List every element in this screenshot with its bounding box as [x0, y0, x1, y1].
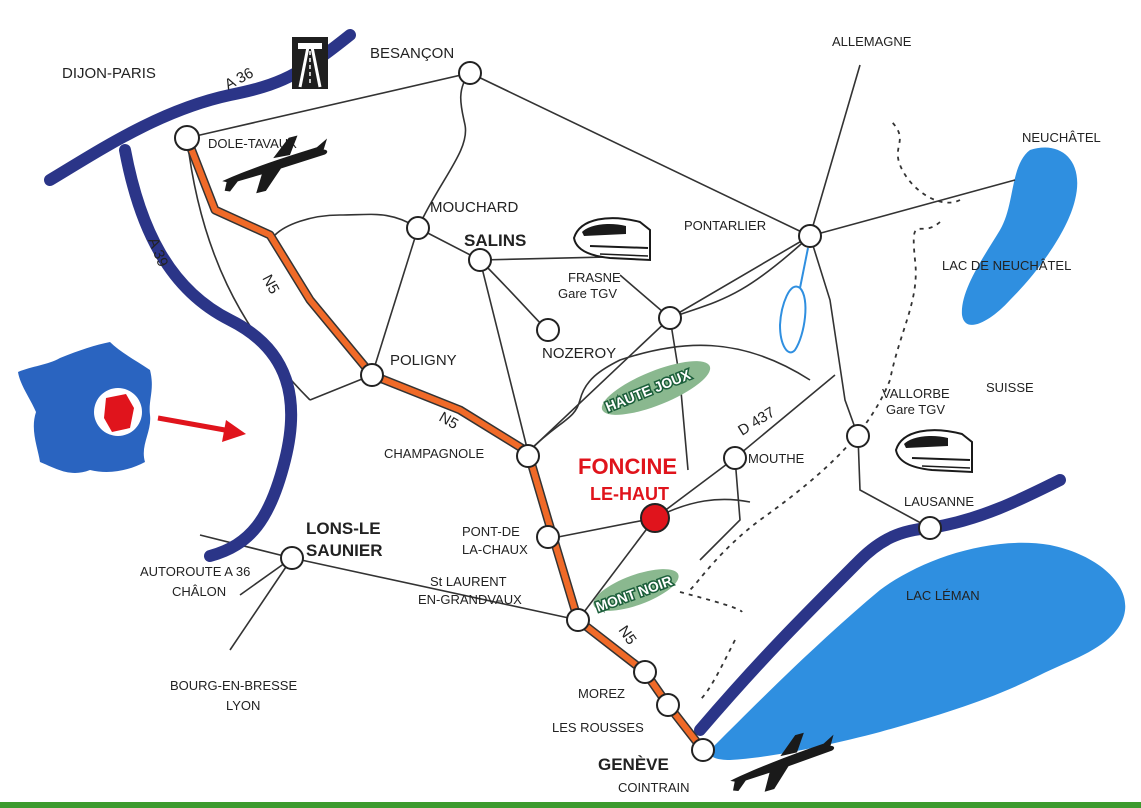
label-les-rousses: LES ROUSSES — [552, 720, 644, 735]
label-pontarlier: PONTARLIER — [684, 218, 766, 233]
small-lake-shape — [778, 285, 807, 354]
node-besancon[interactable] — [458, 61, 482, 85]
label-geneve: GENÈVE — [598, 755, 669, 774]
label-lons-2: SAUNIER — [306, 541, 383, 560]
road-labels: A 36 A 39 N5 N5 N5 D 437 — [144, 64, 778, 648]
lac-leman-shape — [710, 542, 1126, 760]
label-bourg-1: BOURG-EN-BRESSE — [170, 678, 297, 693]
label-frasne: FRASNE — [568, 270, 621, 285]
road-label-n5-bottom: N5 — [615, 623, 640, 648]
label-st-laurent-2: EN-GRANDVAUX — [418, 592, 522, 607]
tgv-train-icon-vallorbe — [894, 429, 973, 474]
node-geneve[interactable] — [691, 738, 715, 762]
road-label-a39: A 39 — [144, 235, 171, 269]
node-vallorbe[interactable] — [846, 424, 870, 448]
label-lausanne: LAUSANNE — [904, 494, 974, 509]
small-lake-stream — [799, 247, 809, 289]
node-dole-tavaux[interactable] — [174, 125, 200, 151]
label-besancon: BESANÇON — [370, 45, 454, 62]
label-autoroute-2: CHÂLON — [172, 584, 226, 599]
label-st-laurent-1: St LAURENT — [430, 574, 507, 589]
label-salins: SALINS — [464, 231, 526, 250]
place-labels: DIJON-PARIS BESANÇON ALLEMAGNE NEUCHÂTEL… — [62, 34, 1101, 795]
node-mouchard[interactable] — [406, 216, 430, 240]
label-nozeroy: NOZEROY — [542, 345, 616, 362]
label-mouchard: MOUCHARD — [430, 199, 518, 216]
label-suisse: SUISSE — [986, 380, 1034, 395]
node-pontarlier[interactable] — [798, 224, 822, 248]
label-neuchatel: NEUCHÂTEL — [1022, 130, 1101, 145]
motorway-sign-icon — [292, 37, 328, 89]
label-cointrain: COINTRAIN — [618, 780, 690, 795]
town-nodes — [174, 61, 942, 762]
label-morez: MOREZ — [578, 686, 625, 701]
haute-joux-badge — [601, 361, 711, 415]
label-lons-1: LONS-LE — [306, 519, 381, 538]
node-foncine[interactable] — [640, 503, 670, 533]
label-lac-neuchatel: LAC DE NEUCHÂTEL — [942, 258, 1071, 273]
label-bourg-2: LYON — [226, 698, 260, 713]
node-salins[interactable] — [468, 248, 492, 272]
road-label-n5-top: N5 — [258, 272, 282, 297]
label-dole-tavaux: DOLE-TAVAUX — [208, 136, 297, 151]
france-map-icon — [18, 342, 246, 473]
node-morez[interactable] — [633, 660, 657, 684]
label-poligny: POLIGNY — [390, 352, 457, 369]
airplane-icon-geneve — [730, 732, 835, 792]
node-frasne[interactable] — [658, 306, 682, 330]
node-lons-le-saunier[interactable] — [280, 546, 304, 570]
label-foncine-1: FONCINE — [578, 454, 677, 479]
node-lausanne[interactable] — [918, 516, 942, 540]
node-st-laurent[interactable] — [566, 608, 590, 632]
node-poligny[interactable] — [360, 363, 384, 387]
node-pont-de-la-chaux[interactable] — [536, 525, 560, 549]
label-vallorbe: VALLORBE — [882, 386, 950, 401]
node-mouthe[interactable] — [723, 446, 747, 470]
node-champagnole[interactable] — [516, 444, 540, 468]
label-lac-leman: LAC LÉMAN — [906, 588, 980, 603]
tgv-train-icon — [572, 217, 651, 262]
label-mouthe: MOUTHE — [748, 451, 805, 466]
label-frasne-gare: Gare TGV — [558, 286, 617, 301]
lakes — [710, 147, 1126, 760]
mont-noir-badge — [593, 569, 679, 611]
road-label-d437: D 437 — [735, 404, 778, 440]
node-les-rousses[interactable] — [656, 693, 680, 717]
node-nozeroy[interactable] — [536, 318, 560, 342]
airplane-icon — [222, 135, 328, 194]
bottom-grass-strip — [0, 802, 1141, 808]
label-pont-2: LA-CHAUX — [462, 542, 528, 557]
lac-de-neuchatel-shape — [961, 147, 1078, 325]
label-allemagne: ALLEMAGNE — [832, 34, 912, 49]
label-pont-1: PONT-DE — [462, 524, 520, 539]
label-vallorbe-gare: Gare TGV — [886, 402, 945, 417]
label-champagnole: CHAMPAGNOLE — [384, 446, 484, 461]
label-dijon-paris: DIJON-PARIS — [62, 65, 156, 82]
label-foncine-2: LE-HAUT — [590, 484, 669, 504]
label-autoroute-1: AUTOROUTE A 36 — [140, 564, 250, 579]
